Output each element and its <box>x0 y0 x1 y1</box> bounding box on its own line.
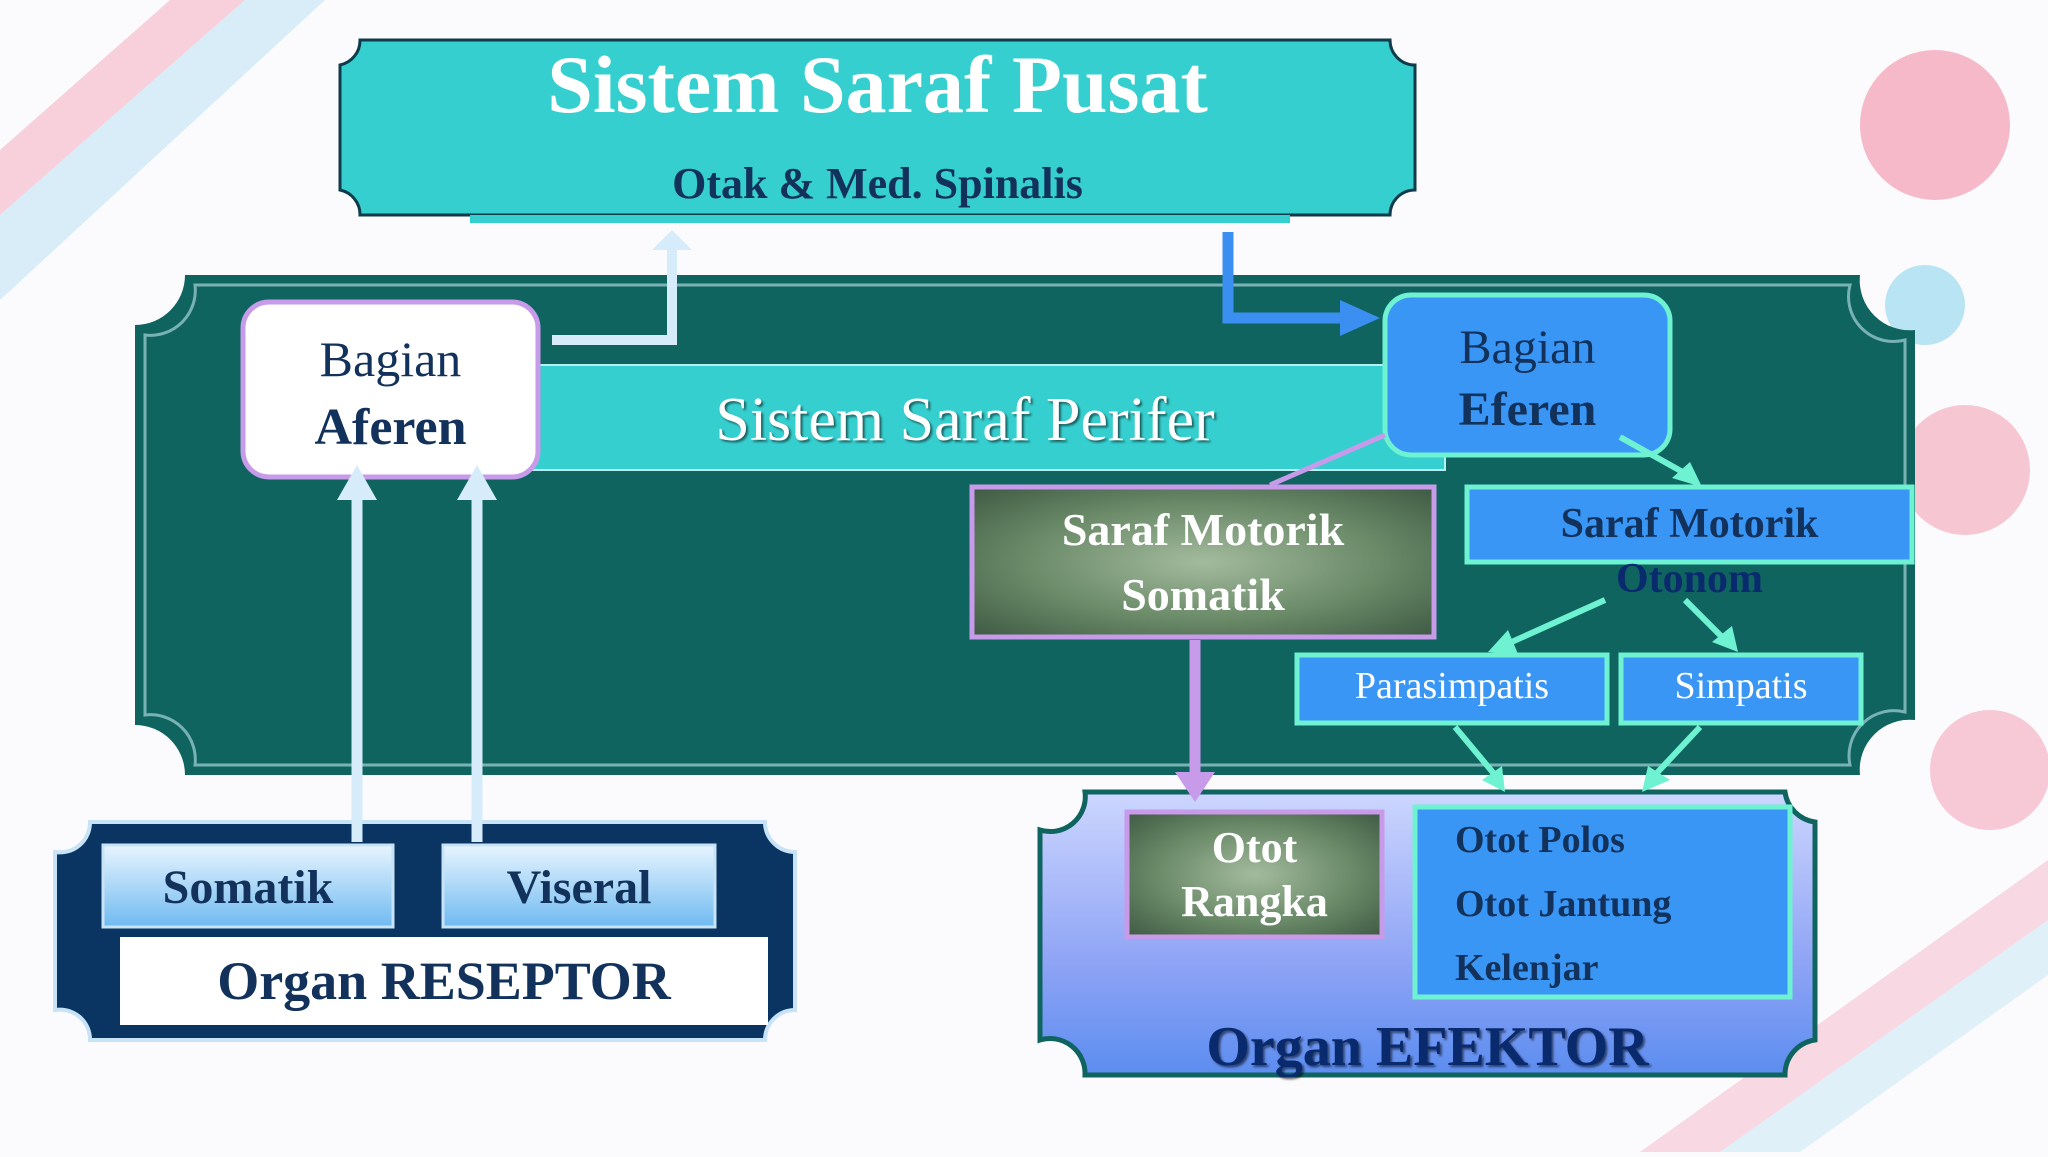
autonomic-to-parasympathetic-connector <box>1503 597 1607 648</box>
light-blue-stripe <box>0 0 325 300</box>
cns-subtitle: Otak & Med. Spinalis <box>672 159 1083 208</box>
afferent-line2: Aferen <box>314 399 467 456</box>
skeletal-muscle-line1: Otot <box>1211 823 1298 872</box>
cns-title: Sistem Saraf Pusat <box>547 39 1208 130</box>
autonomic-motor-line2: Otonom <box>1616 556 1763 602</box>
somatic-to-afferent-arrowhead <box>337 465 377 500</box>
parasympathetic-label: Parasimpatis <box>1354 665 1550 707</box>
efferent-line2: Eferen <box>1458 383 1597 436</box>
autonomic-to-sympathetic-connector <box>1682 597 1728 643</box>
cns-to-efferent-arrowhead <box>1340 300 1380 336</box>
effector-label: Organ EFEKTOR <box>1206 1016 1649 1078</box>
autonomic-motor-box <box>1464 484 1915 565</box>
skeletal-muscle-line2: Rangka <box>1181 877 1328 926</box>
afferent-to-cns-connector <box>552 248 677 345</box>
afferent-to-cns-arrowhead <box>652 230 692 250</box>
somatic-motor-box <box>969 484 1437 640</box>
sympathetic-label: Simpatis <box>1674 665 1808 707</box>
effector-target-3: Kelenjar <box>1455 947 1599 989</box>
afferent-box <box>240 299 541 480</box>
cns-to-efferent-connector <box>1222 232 1345 324</box>
pns-bar <box>524 364 1446 471</box>
parasympathetic-to-effector-connector <box>1452 725 1498 777</box>
parasympathetic-box <box>1294 652 1610 726</box>
efferent-to-autonomic-connector <box>1618 434 1690 478</box>
blue-stripe-bottom <box>1720 920 2048 1152</box>
effector-target-2: Otot Jantung <box>1455 883 1672 925</box>
receptor-organ-label: Organ RESEPTOR <box>217 951 671 1011</box>
pink-circle-2 <box>1900 405 2030 535</box>
somatic-receptor-box <box>101 843 395 929</box>
somatic-motor-line2: Somatik <box>1121 569 1285 620</box>
autonomic-motor-line1: Saraf Motorik <box>1560 501 1819 547</box>
receptor-label-box <box>120 937 768 1025</box>
pink-stripe-bottom <box>1640 860 2048 1152</box>
sympathetic-box <box>1618 652 1864 726</box>
effector-target-box <box>1412 804 1793 1000</box>
skeletal-muscle-box <box>1124 809 1385 940</box>
cns-banner <box>338 38 1417 217</box>
pink-circle-3 <box>1930 710 2048 830</box>
efferent-box <box>1382 292 1673 458</box>
receptor-visceral-label: Viseral <box>506 861 652 914</box>
blue-circle <box>1885 265 1965 345</box>
efferent-line1: Bagian <box>1459 321 1596 374</box>
receptor-somatic-label: Somatik <box>162 861 334 914</box>
visceral-to-afferent-arrowhead <box>457 465 497 500</box>
efferent-to-somatic-connector <box>1269 432 1386 488</box>
visceral-receptor-box <box>441 843 717 929</box>
effector-target-1: Otot Polos <box>1455 819 1625 861</box>
pns-label: Sistem Saraf Perifer <box>715 386 1215 454</box>
cns-banner-base <box>470 215 1290 223</box>
afferent-line1: Bagian <box>319 331 462 387</box>
somatic-to-skeletal-arrowhead <box>1175 772 1215 802</box>
somatic-motor-line1: Saraf Motorik <box>1061 504 1345 555</box>
sympathetic-to-effector-connector <box>1652 724 1703 778</box>
pink-circle <box>1860 50 2010 200</box>
